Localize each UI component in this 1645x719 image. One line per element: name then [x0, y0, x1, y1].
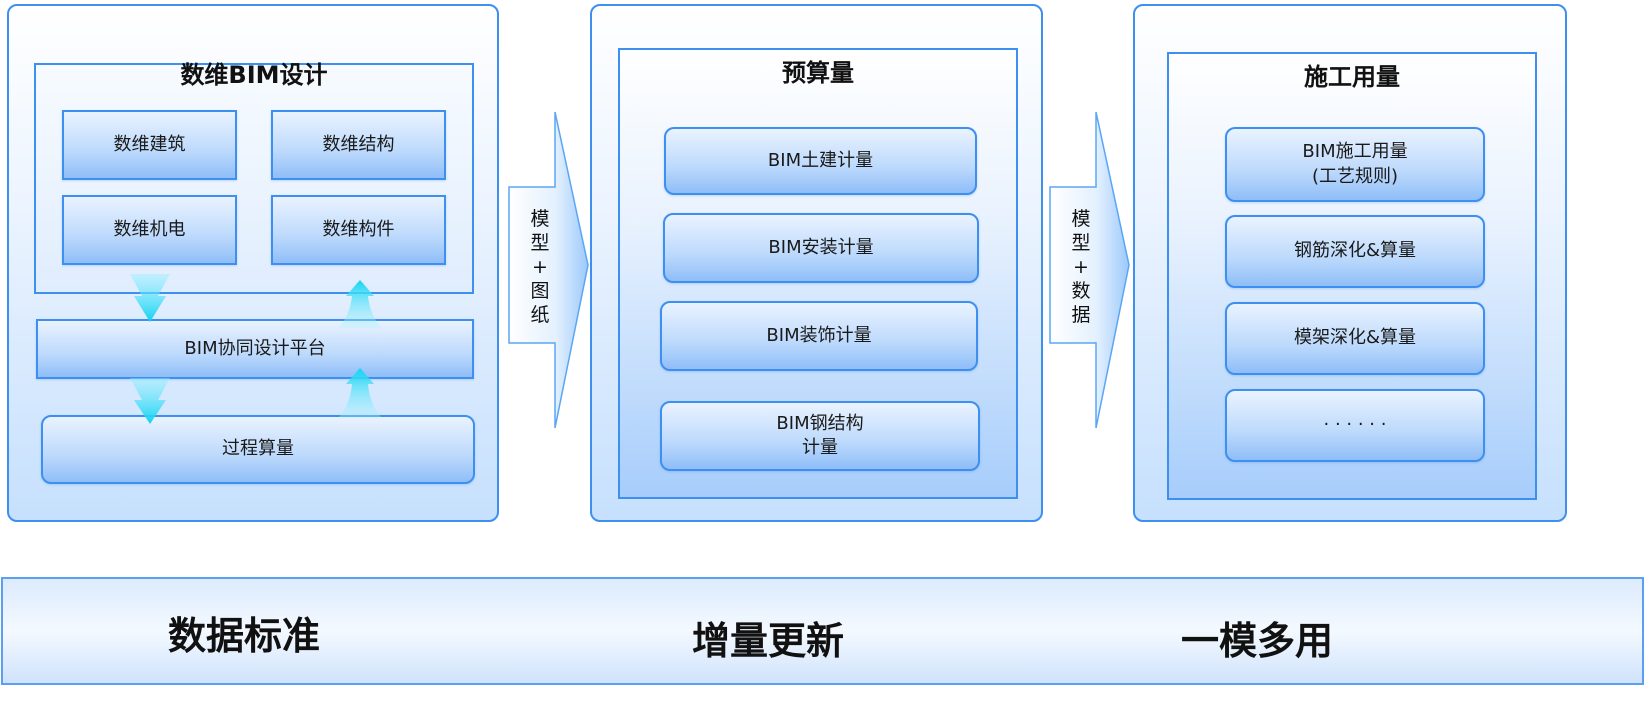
budget-panel-title: 预算量: [782, 59, 854, 87]
design-item-structure: 数维结构: [271, 110, 446, 180]
arrow2-char: 据: [1071, 304, 1091, 326]
bottom-banner: [1, 577, 1644, 685]
slogan-one-model-multi-use: 一模多用: [1181, 619, 1334, 663]
design-panel-title: 数维BIM设计: [180, 61, 328, 89]
design-item-component: 数维构件: [271, 195, 446, 265]
down-arrow-icon: [130, 378, 170, 424]
budget-item-decoration: BIM装饰计量: [660, 301, 978, 371]
budget-item-steel-line1: BIM钢结构: [776, 412, 864, 434]
arrow2-char: +: [1073, 256, 1089, 278]
arrow2-char: 数: [1071, 280, 1091, 302]
up-arrow-icon: [338, 280, 382, 328]
arrow1-char: +: [532, 256, 548, 278]
arrow2-char: 型: [1071, 232, 1091, 254]
budget-item-install: BIM安装计量: [663, 213, 979, 283]
budget-item-steel: BIM钢结构 计量: [660, 401, 980, 471]
right-flow-arrow-icon: [508, 111, 589, 429]
collab-platform-box: BIM协同设计平台: [36, 319, 474, 379]
construction-item-more: · · · · · ·: [1225, 389, 1485, 462]
arrow1-char: 型: [530, 232, 550, 254]
arrow1-char: 纸: [530, 304, 550, 326]
arrow1-char: 模: [530, 208, 550, 230]
slogan-incremental-update: 增量更新: [692, 619, 845, 663]
design-item-mep: 数维机电: [62, 195, 237, 265]
arrow1-char: 图: [530, 280, 550, 302]
construction-panel-title: 施工用量: [1304, 63, 1400, 91]
construction-item-usage: BIM施工用量 (工艺规则): [1225, 127, 1485, 202]
arrow2-char: 模: [1071, 208, 1091, 230]
design-item-architecture: 数维建筑: [62, 110, 237, 180]
down-arrow-icon: [130, 274, 170, 322]
construction-item-formwork: 模架深化&算量: [1225, 302, 1485, 375]
up-arrow-icon: [338, 368, 382, 418]
arrow2-label: 模 型 + 数 据: [1066, 207, 1096, 327]
right-flow-arrow-icon: [1049, 111, 1130, 429]
process-quantity-box: 过程算量: [41, 415, 475, 484]
construction-item-usage-line1: BIM施工用量: [1302, 141, 1408, 163]
construction-item-usage-line2: (工艺规则): [1311, 165, 1399, 187]
budget-item-steel-line2: 计量: [802, 437, 838, 458]
budget-item-civil: BIM土建计量: [664, 127, 977, 195]
construction-item-rebar: 钢筋深化&算量: [1225, 215, 1485, 288]
slogan-data-standard: 数据标准: [168, 614, 321, 658]
arrow1-label: 模 型 + 图 纸: [525, 207, 555, 327]
